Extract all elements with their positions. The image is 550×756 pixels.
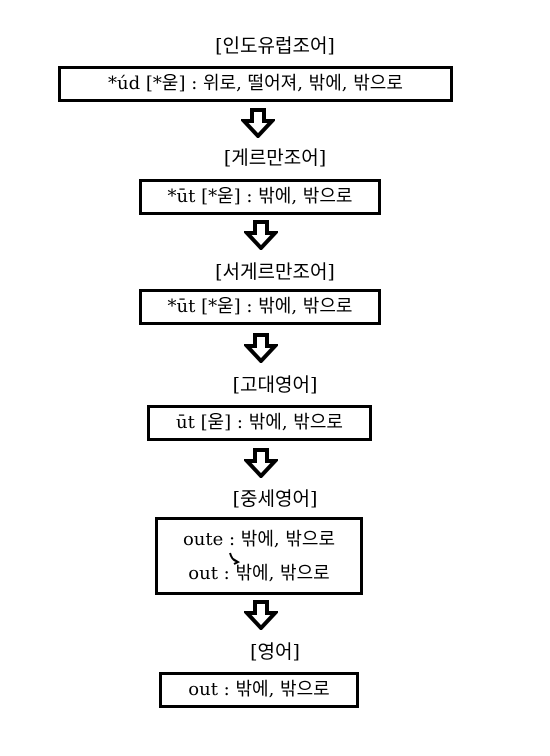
stage-box-proto-germanic: *ūt [*욷] : 밖에, 밖으로 (139, 179, 381, 215)
stage-label-old-english: [고대영어] (232, 374, 318, 396)
stage-label-english: [영어] (250, 641, 300, 663)
arrow-down-icon (244, 448, 278, 478)
stage-label-proto-germanic: [게르만조어] (223, 147, 327, 169)
arrow-down-icon (244, 220, 278, 250)
stage-label-west-germanic: [서게르만조어] (215, 261, 335, 283)
stage-label-middle-english: [중세영어] (232, 488, 318, 510)
stage-box-english: out : 밖에, 밖으로 (159, 672, 359, 708)
arrow-down-icon (241, 108, 275, 138)
middle-english-line-2: out : 밖에, 밖으로 (188, 563, 330, 584)
stage-label-proto-indo-european: [인도유럽조어] (215, 35, 335, 57)
stage-box-west-germanic: *ūt [*욷] : 밖에, 밖으로 (139, 289, 381, 325)
curved-arrow-icon (229, 552, 241, 565)
stage-box-old-english: ūt [욷] : 밖에, 밖으로 (147, 405, 372, 441)
arrow-down-icon (244, 333, 278, 363)
stage-box-middle-english: oute : 밖에, 밖으로 out : 밖에, 밖으로 (155, 517, 363, 595)
middle-english-line-1: oute : 밖에, 밖으로 (182, 529, 336, 550)
stage-box-proto-indo-european: *úd [*욷] : 위로, 떨어져, 밖에, 밖으로 (58, 66, 453, 102)
arrow-down-icon (244, 600, 278, 630)
